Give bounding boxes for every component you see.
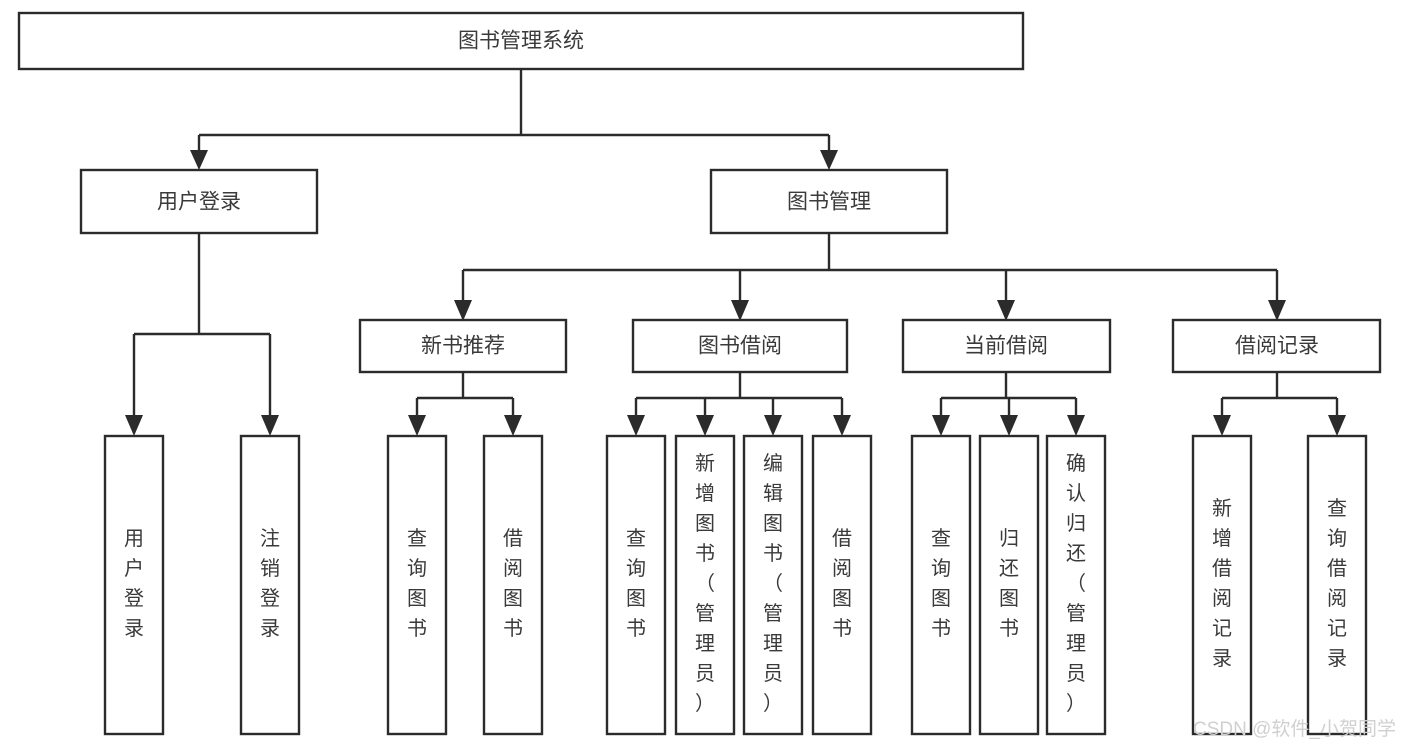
connector-layer [125,69,1346,436]
leaf-bookborrow-edit-label: 编辑图书（管理员） [763,452,783,715]
node-current-borrow-label: 当前借阅 [964,335,1048,358]
leaf-bookborrow-add-box [674,434,736,736]
arrow-currentborrow-leaf3-icon [1067,415,1085,436]
node-user-login-box [79,168,319,235]
arrow-bookborrow-leaf4-icon [833,415,851,436]
arrow-to-currentborrow-icon [997,300,1015,321]
arrow-currentborrow-leaf1-icon [932,415,950,436]
leaf-currentborrow-query-label: 查询图书 [931,527,951,640]
arrow-newbook-leaf1-icon [408,415,426,436]
leaf-borrowrecord-query-label: 查询借阅记录 [1327,497,1347,670]
leaf-currentborrow-confirm[interactable]: 确认归还（管理员） [1045,434,1107,736]
leaf-user-login-login-label: 用户登录 [124,528,144,640]
leaf-borrowrecord-add[interactable]: 新增借阅记录 [1191,434,1253,736]
node-new-book-recommend-label: 新书推荐 [421,335,505,358]
node-user-login-label: 用户登录 [157,191,241,214]
leaf-newbook-query[interactable]: 查询图书 [386,434,448,736]
leaf-bookborrow-query[interactable]: 查询图书 [605,434,667,736]
leaf-bookborrow-borrow[interactable]: 借阅图书 [811,434,873,736]
leaf-currentborrow-return[interactable]: 归还图书 [978,434,1040,736]
node-user-login[interactable]: 用户登录 [79,168,319,235]
node-current-borrow[interactable]: 当前借阅 [901,318,1112,374]
node-borrow-record-box [1171,318,1382,374]
leaf-bookborrow-add[interactable]: 新增图书（管理员） [674,434,736,736]
node-root-box [17,11,1025,71]
arrow-newbook-leaf2-icon [504,415,522,436]
leaf-bookborrow-query-label: 查询图书 [626,527,646,640]
leaf-borrowrecord-query[interactable]: 查询借阅记录 [1306,434,1368,736]
leaf-user-login-logout-label: 注销登录 [260,527,280,640]
arrow-borrowrecord-leaf1-icon [1213,415,1231,436]
leaf-currentborrow-query-box [910,434,972,736]
node-borrow-record-label: 借阅记录 [1235,335,1319,358]
arrow-to-bookborrow-icon [731,300,749,321]
node-new-book-recommend-box [358,318,568,374]
leaf-borrowrecord-query-box [1306,434,1368,736]
arrow-borrowrecord-leaf2-icon [1328,415,1346,436]
leaf-newbook-borrow[interactable]: 借阅图书 [482,434,544,736]
leaf-currentborrow-return-label: 归还图书 [999,527,1019,640]
leaf-newbook-borrow-label: 借阅图书 [503,527,523,640]
csdn-watermark: CSDN @软件_小贺同学 [1193,718,1396,740]
arrow-bookborrow-leaf2-icon [696,415,714,436]
node-book-manage-label: 图书管理 [787,191,871,214]
arrow-userlogin-leaf1-icon [125,415,143,436]
arrow-to-borrowrecord-icon [1268,300,1286,321]
leaf-user-login-login-box [103,434,165,736]
arrow-userlogin-leaf2-icon [261,415,279,436]
node-new-book-recommend[interactable]: 新书推荐 [358,318,568,374]
node-book-borrow-box [631,318,849,374]
node-borrow-record[interactable]: 借阅记录 [1171,318,1382,374]
node-book-manage-box [709,168,949,235]
node-root[interactable]: 图书管理系统 [17,11,1025,71]
leaf-bookborrow-edit[interactable]: 编辑图书（管理员） [742,434,804,736]
leaf-user-login-login[interactable]: 用户登录 [103,434,165,736]
leaf-bookborrow-borrow-label: 借阅图书 [832,527,852,640]
node-root-label: 图书管理系统 [458,30,584,53]
leaf-newbook-query-box [386,434,448,736]
leaf-borrowrecord-add-label: 新增借阅记录 [1212,497,1232,670]
leaf-newbook-borrow-box [482,434,544,736]
arrow-currentborrow-leaf2-icon [1000,415,1018,436]
arrow-bookborrow-leaf3-icon [764,415,782,436]
leaf-user-login-logout[interactable]: 注销登录 [239,434,301,736]
leaf-newbook-query-label: 查询图书 [407,527,427,640]
leaf-bookborrow-edit-box [742,434,804,736]
arrow-to-bookmanage-icon [820,150,838,170]
node-current-borrow-box [901,318,1112,374]
leaf-currentborrow-confirm-label: 确认归还（管理员） [1066,452,1086,715]
leaf-currentborrow-return-box [978,434,1040,736]
leaf-borrowrecord-add-box [1191,434,1253,736]
node-book-manage[interactable]: 图书管理 [709,168,949,235]
leaf-currentborrow-query[interactable]: 查询图书 [910,434,972,736]
node-book-borrow[interactable]: 图书借阅 [631,318,849,374]
leaf-bookborrow-borrow-box [811,434,873,736]
arrow-to-userlogin-icon [190,150,208,170]
leaf-currentborrow-confirm-box [1045,434,1107,736]
leaf-bookborrow-add-label: 新增图书（管理员） [695,452,715,715]
leaf-user-login-logout-box [239,434,301,736]
leaf-bookborrow-query-box [605,434,667,736]
node-book-borrow-label: 图书借阅 [698,335,782,358]
arrow-to-newbook-icon [454,300,472,321]
arrow-bookborrow-leaf1-icon [627,415,645,436]
